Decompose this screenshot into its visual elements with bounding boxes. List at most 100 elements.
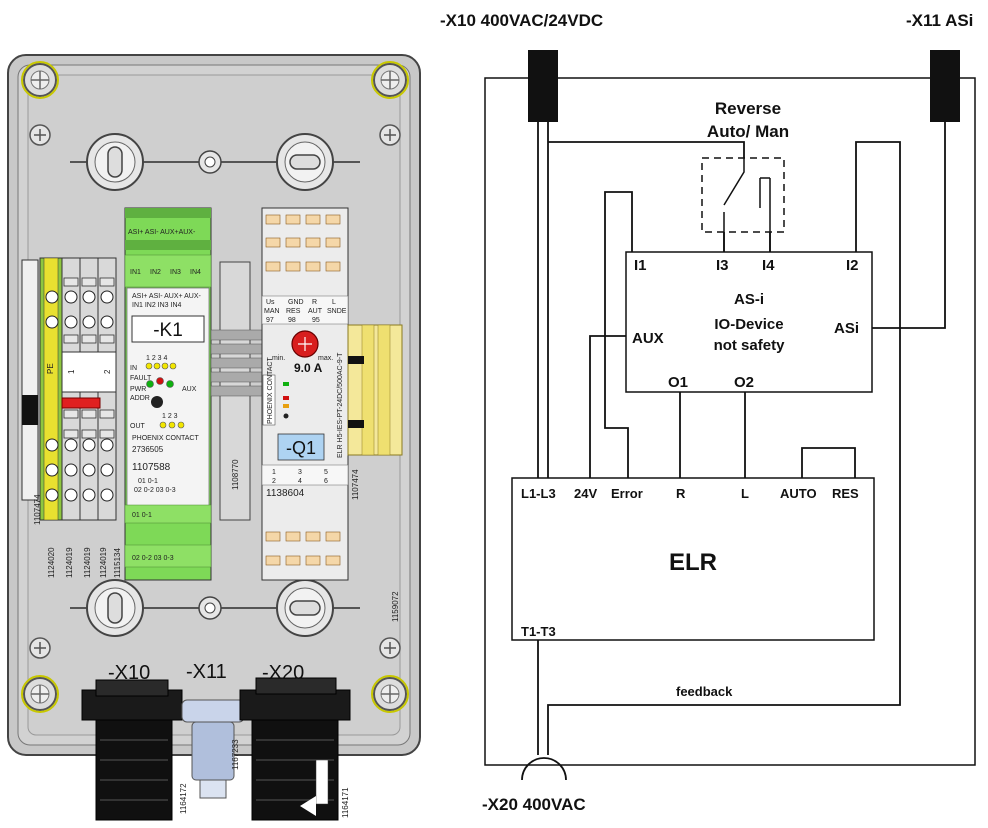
mount-screw-icon (29, 124, 401, 659)
din-rail-top (70, 133, 360, 191)
k1-out-nums: 1 2 3 (162, 413, 178, 420)
asi-term-aux: AUX (632, 330, 664, 347)
corner-screw-icon (21, 61, 59, 99)
k1-fault-label: FAULT (130, 375, 152, 382)
k1-in-leds (145, 362, 177, 370)
wire-aux (589, 335, 626, 478)
right-part: 1107474 (351, 469, 360, 500)
terminal-part-numbers: 1107474 1124020 1124019 1124019 1124019 … (33, 494, 122, 578)
corner-screw-icon (371, 675, 409, 713)
k1-addr-port (151, 396, 163, 408)
switch-label-reverse: Reverse (715, 99, 781, 118)
bottom-part: 1164172 (179, 783, 188, 814)
wire-i1-error (604, 191, 633, 478)
terminal-label-2: 2 (103, 369, 112, 374)
asi-line3: not safety (714, 337, 786, 354)
bottom-part: 1164171 (341, 787, 350, 818)
q1-head-gnd: GND (288, 299, 304, 306)
q1-head-us: Us (266, 299, 275, 306)
enclosure-drawing: PE 1 2 1107474 1124020 1124019 1124019 1… (7, 54, 421, 821)
asi-term-o2: O2 (734, 374, 754, 391)
k1-in-nums: 1 2 3 4 (146, 355, 168, 362)
elr-term-24v: 24V (574, 486, 597, 501)
switch-contacts-icon (723, 158, 771, 252)
label-x20: -X20 400VAC (482, 795, 586, 814)
k1-out-row2: 02 0-2 03 0-3 (134, 487, 176, 494)
terminal-part: 1115134 (113, 547, 122, 578)
wire-asi (872, 122, 946, 329)
side-part-right: 1159072 (391, 591, 400, 622)
center-part: 1108770 (231, 459, 240, 490)
k1-part: 1107588 (132, 462, 171, 473)
enclosure-label-x10: -X10 (108, 662, 150, 684)
k1-out-row1: 01 0-1 (138, 478, 158, 485)
k1-small-terms-top: ASI+ ASI- AUX+ AUX- (132, 293, 202, 300)
module-k1: ASI+ ASI- AUX+AUX- IN1 IN2 IN3 IN4 ASI+ … (124, 207, 212, 581)
asi-term-asi: ASi (834, 320, 859, 337)
q1-head-r: R (312, 299, 317, 306)
k1-in3: IN3 (170, 269, 181, 276)
q1-head-snde: SNDE (327, 308, 347, 315)
k1-addr-label: ADDR (130, 395, 150, 402)
q1-tag: -Q1 (286, 438, 316, 458)
schematic-drawing: -X10 400VAC/24VDC -X11 ASi Reverse Auto/… (440, 11, 976, 814)
k1-in2: IN2 (150, 269, 161, 276)
elr-term-error: Error (611, 486, 643, 501)
bridge-cables: 1108770 (210, 261, 264, 521)
elr-term-l: L (741, 486, 749, 501)
module-q1: Us GND R L MAN RES AUT SNDE 97 98 95 min… (261, 207, 349, 581)
k1-tag: -K1 (153, 320, 183, 341)
corner-screw-icon (21, 675, 59, 713)
terminal-label-pe: PE (46, 363, 55, 374)
elr-term-res: RES (832, 486, 859, 501)
q1-current: 9.0 A (294, 361, 323, 375)
asi-io-device-box (625, 251, 873, 393)
k1-out-label: OUT (130, 423, 146, 430)
bridge-right: 1107474 (347, 324, 403, 500)
k1-in4: IN4 (190, 269, 201, 276)
q1-head-aut: AUT (308, 308, 323, 315)
label-x10: -X10 400VAC/24VDC (440, 11, 603, 30)
elr-term-t1t3: T1-T3 (521, 624, 556, 639)
wire-auto-res (801, 447, 856, 478)
q1-dial-max: max. (318, 355, 333, 362)
socket-x20-icon (521, 757, 567, 781)
q1-head-95: 95 (312, 317, 320, 324)
q1-term-1: 1 (272, 469, 276, 476)
q1-dial-min: min. (272, 355, 285, 362)
q1-model: ELR H5-IES-PT-24DC/500AC-9-T (337, 352, 344, 458)
k1-in1: IN1 (130, 269, 141, 276)
asi-term-i1: I1 (634, 257, 647, 274)
k1-term-row2: 02 0-2 03 0-3 (132, 555, 174, 562)
terminal-part: 1124019 (99, 547, 108, 578)
k1-aux-led (166, 380, 174, 388)
enclosure-label-x20: -X20 (262, 662, 304, 684)
q1-head-l: L (332, 299, 336, 306)
q1-part: 1138604 (266, 488, 305, 499)
plug-x10-icon (528, 50, 558, 122)
asi-line2: IO-Device (714, 316, 783, 333)
q1-head-97: 97 (266, 317, 274, 324)
wire-i2-feedback (547, 141, 901, 755)
k1-small-terms-bot: IN1 IN2 IN3 IN4 (132, 302, 182, 309)
k1-term-row1: 01 0-1 (132, 512, 152, 519)
terminal-part: 1124019 (65, 547, 74, 578)
asi-title: AS-i (734, 291, 764, 308)
k1-top-terminals: ASI+ ASI- AUX+AUX- (128, 229, 196, 236)
asi-term-i4: I4 (762, 257, 775, 274)
wires (537, 122, 946, 755)
elr-title: ELR (669, 549, 717, 576)
terminal-part: 1124019 (83, 547, 92, 578)
elr-term-auto: AUTO (780, 486, 817, 501)
q1-brand: PHOENIX CONTACT (267, 357, 274, 424)
k1-in-label: IN (130, 365, 137, 372)
asi-term-i2: I2 (846, 257, 859, 274)
elr-term-l1l3: L1-L3 (521, 486, 556, 501)
switch-label-automan: Auto/ Man (707, 122, 789, 141)
k1-brand: PHOENIX CONTACT (132, 435, 199, 442)
k1-aux-label: AUX (182, 386, 197, 393)
terminal-part: 1124020 (47, 547, 56, 578)
q1-head-man: MAN (264, 308, 280, 315)
terminal-label-1: 1 (67, 369, 76, 374)
